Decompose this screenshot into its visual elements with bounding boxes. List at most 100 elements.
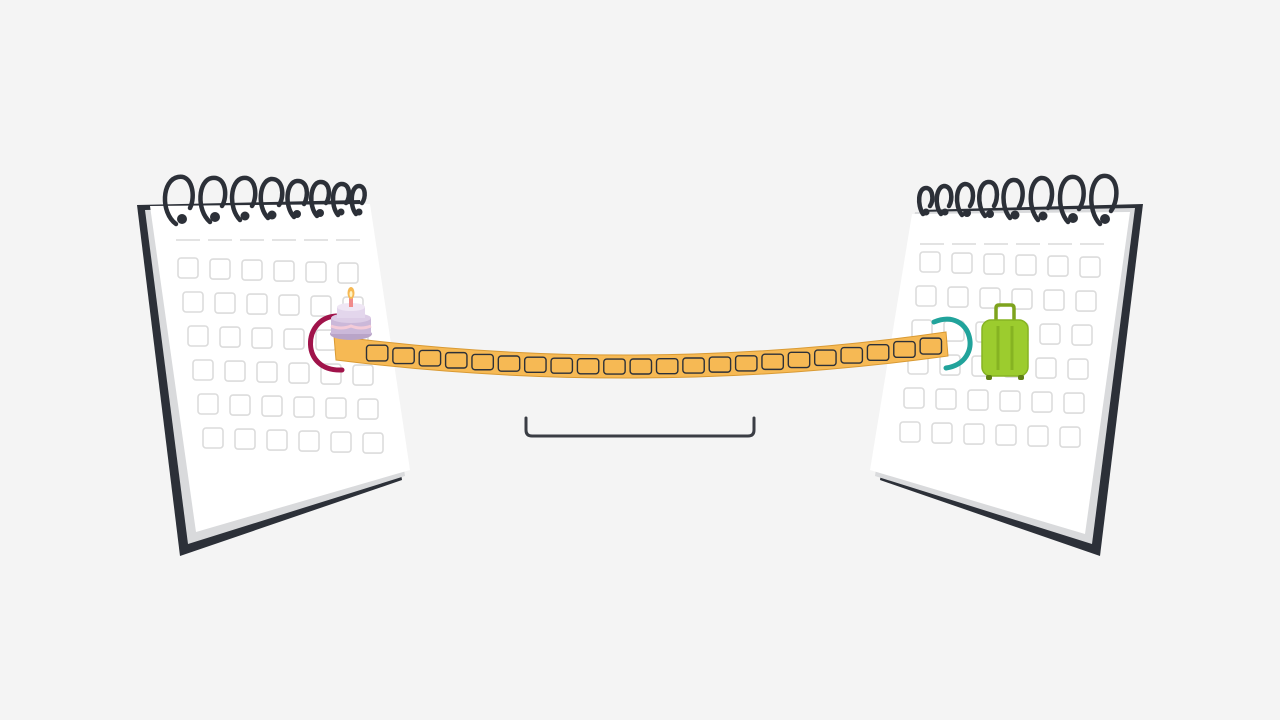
calendar-day-cell [1015,254,1037,276]
left-calendar-spiral-rings [162,174,367,227]
end-ring-icon [931,316,973,371]
calendar-day-cell [1071,324,1093,346]
calendar-day-cell [241,259,263,281]
calendar-day-cell [357,398,379,420]
timeline-day-cell [655,357,679,375]
calendar-day-cell [1079,256,1101,278]
left-calendar-ring-holes [177,208,363,224]
calendar-day-cell [951,252,973,274]
calendar-day-cell [1035,357,1057,379]
calendar-day-cell [983,253,1005,275]
calendar-day-cell [214,292,236,314]
start-marker [308,287,372,373]
timeline-bar [333,331,949,379]
timeline-day-cell [523,356,547,374]
timeline-day-cell [919,337,943,355]
left-calendar-icon [137,174,410,556]
calendar-day-cell [963,423,985,445]
calendar-day-cell [192,359,214,381]
right-calendar-spiral-rings [916,173,1119,227]
calendar-day-cell [320,363,342,385]
birthday-cake-icon [330,287,372,340]
calendar-day-cell [293,396,315,418]
calendar-day-cell [1059,426,1081,448]
timeline-day-cell [813,349,837,367]
calendar-day-cell [305,261,327,283]
calendar-day-cell [947,286,969,308]
calendar-day-cell [310,295,332,317]
calendar-day-cell [187,325,209,347]
calendar-day-cell [278,294,300,316]
calendar-day-cell [1063,392,1085,414]
calendar-day-cell [919,251,941,273]
timeline-day-cell [682,357,705,374]
calendar-day-cell [915,285,937,307]
calendar-day-cell [967,389,989,411]
timeline-day-cell [497,355,521,372]
timeline-day-cell [444,351,468,369]
timeline-day-cell [893,340,916,359]
calendar-day-cell [202,427,224,449]
calendar-day-cell [362,432,384,454]
timeline-day-cell [734,355,758,372]
calendar-day-cell [261,395,283,417]
calendar-day-cell [298,430,320,452]
calendar-day-cell [1031,391,1053,413]
calendar-day-cell [1027,425,1049,447]
calendar-day-cell [330,431,352,453]
calendar-day-cell [288,362,310,384]
calendar-day-cell [283,328,305,350]
timeline-day-cell [629,358,653,375]
calendar-day-cell [1043,289,1065,311]
calendar-day-cell [266,429,288,451]
calendar-day-cell [273,260,295,282]
timeline-day-cell [471,353,495,371]
calendar-day-cell [352,364,374,386]
calendar-day-cell [899,421,921,443]
right-calendar-ring-holes [922,208,1110,224]
calendar-day-cell [234,428,256,450]
timeline-day-cell [576,358,600,375]
calendar-day-cell [177,257,199,279]
bracket-icon [524,416,756,438]
calendar-day-cell [1011,288,1033,310]
timeline-day-cell [603,358,626,375]
calendar-day-cell [256,361,278,383]
calendar-day-cell [999,390,1021,412]
timeline-day-cell [866,344,890,362]
calendar-day-cell [325,397,347,419]
timeline-day-cell [708,356,732,373]
timeline-day-cell [392,347,415,365]
calendar-day-cell [1039,323,1061,345]
calendar-day-cell [995,424,1017,446]
timeline-day-cell [550,357,574,374]
calendar-day-cell [224,360,246,382]
calendar-day-cell [219,326,241,348]
start-ring-icon [308,313,345,373]
calendar-day-cell [1067,358,1089,380]
calendar-day-cell [251,327,273,349]
timeline-day-cell [365,344,389,362]
calendar-day-cell [979,287,1001,309]
end-marker [931,303,1029,380]
calendar-day-cell [229,394,251,416]
calendar-day-cell [337,262,359,284]
calendar-day-cell [903,387,925,409]
left-calendar-day-grid [177,257,384,454]
calendar-day-cell [931,422,953,444]
timeline-day-cells [365,337,943,375]
timeline-day-cell [761,353,785,371]
calendar-day-cell [182,291,204,313]
suitcase-icon [981,303,1029,380]
timeline-day-cell [418,349,442,367]
calendar-day-cell [197,393,219,415]
calendar-day-cell [1047,255,1069,277]
calendar-day-cell [246,293,268,315]
timeline-day-cell [787,351,811,369]
calendar-day-cell [935,388,957,410]
calendar-day-cell [209,258,231,280]
calendar-day-cell [1075,290,1097,312]
timeline-day-cell [840,346,864,364]
